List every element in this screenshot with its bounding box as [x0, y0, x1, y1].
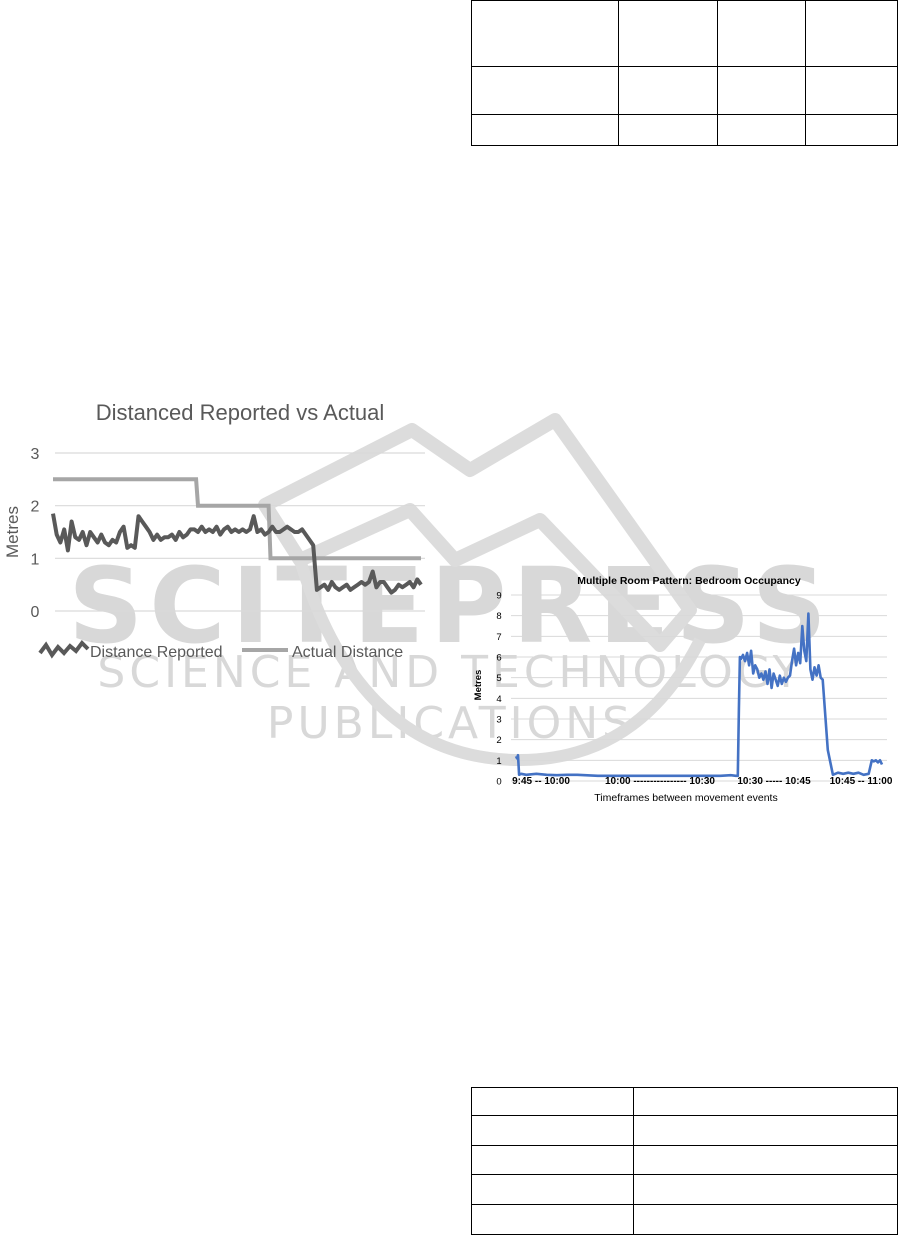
- legend-label-distance-reported: Distance Reported: [90, 644, 223, 661]
- x-category-label: 10:30 ----- 10:45: [737, 776, 811, 787]
- bottom-table-cell: [632, 1204, 899, 1235]
- y-tick-label: 7: [496, 632, 501, 643]
- bottom-table: [471, 1087, 899, 1235]
- y-tick-label: 2: [31, 499, 40, 516]
- series-bedroom-line: [514, 612, 884, 778]
- y-tick-label: 2: [496, 735, 501, 746]
- series-distance-reported-line: [51, 513, 423, 595]
- bottom-table-row: [471, 1174, 899, 1205]
- chart-title: Multiple Room Pattern: Bedroom Occupancy: [577, 575, 801, 587]
- bottom-table-row: [471, 1087, 899, 1116]
- bottom-table-cell: [632, 1087, 899, 1116]
- y-axis-label: Metres: [3, 506, 22, 558]
- top-table-row: [471, 66, 899, 115]
- top-table-cell: [717, 114, 806, 146]
- y-tick-label: 4: [496, 694, 501, 705]
- top-table-cell: [471, 66, 619, 115]
- y-tick-label: 0: [31, 604, 40, 621]
- y-tick-label: 1: [31, 551, 40, 568]
- bottom-table-row: [471, 1115, 899, 1146]
- legend-label-actual-distance: Actual Distance: [292, 644, 403, 661]
- y-axis-label: Metres: [473, 670, 484, 701]
- top-table-cell: [617, 0, 719, 67]
- watermark-logo: [258, 413, 706, 767]
- x-category-label: 10:45 -- 11:00: [830, 776, 893, 787]
- y-tick-label: 1: [496, 756, 501, 767]
- top-table-row: [471, 0, 899, 67]
- top-table-cell: [717, 0, 806, 67]
- x-axis-label: Timeframes between movement events: [594, 792, 777, 804]
- x-category-label: 9:45 -- 10:00: [512, 776, 570, 787]
- bottom-table-row: [471, 1204, 899, 1235]
- top-table-cell: [804, 66, 899, 115]
- bottom-table-cell: [471, 1204, 634, 1235]
- top-table-cell: [617, 114, 719, 146]
- top-table-cell: [804, 0, 899, 67]
- x-category-label: 10:00 ---------------- 10:30: [605, 776, 715, 787]
- top-table-cell: [717, 66, 806, 115]
- legend-swatch-distance-reported: [38, 639, 90, 659]
- bottom-table-cell: [632, 1174, 899, 1205]
- bottom-table-cell: [471, 1145, 634, 1175]
- series-actual-distance-line: [53, 477, 421, 561]
- bottom-table-cell: [632, 1145, 899, 1175]
- top-table-cell: [471, 114, 619, 146]
- y-tick-label: 8: [496, 611, 501, 622]
- y-tick-label: 6: [496, 653, 501, 664]
- top-table-cell: [471, 0, 619, 67]
- top-table-cell: [804, 114, 899, 146]
- bottom-table-row: [471, 1145, 899, 1175]
- y-tick-label: 3: [31, 446, 40, 463]
- chart-title: Distanced Reported vs Actual: [96, 400, 385, 425]
- bottom-table-cell: [471, 1174, 634, 1205]
- top-table-cell: [617, 66, 719, 115]
- bedroom-occupancy-chart: Multiple Room Pattern: Bedroom Occupancy…: [473, 575, 893, 804]
- y-tick-label: 0: [496, 777, 501, 788]
- y-tick-label: 3: [496, 715, 501, 726]
- legend: Distance Reported Actual Distance: [38, 639, 403, 661]
- bottom-table-cell: [471, 1115, 634, 1146]
- bottom-table-cell: [471, 1087, 634, 1116]
- top-table-row: [471, 114, 899, 146]
- bottom-table-cell: [632, 1115, 899, 1146]
- distance-chart: Distanced Reported vs Actual 0 1 2 3 Metres…: [3, 400, 425, 661]
- top-table: [471, 0, 899, 146]
- y-tick-label: 9: [496, 591, 501, 602]
- y-tick-label: 5: [496, 673, 501, 684]
